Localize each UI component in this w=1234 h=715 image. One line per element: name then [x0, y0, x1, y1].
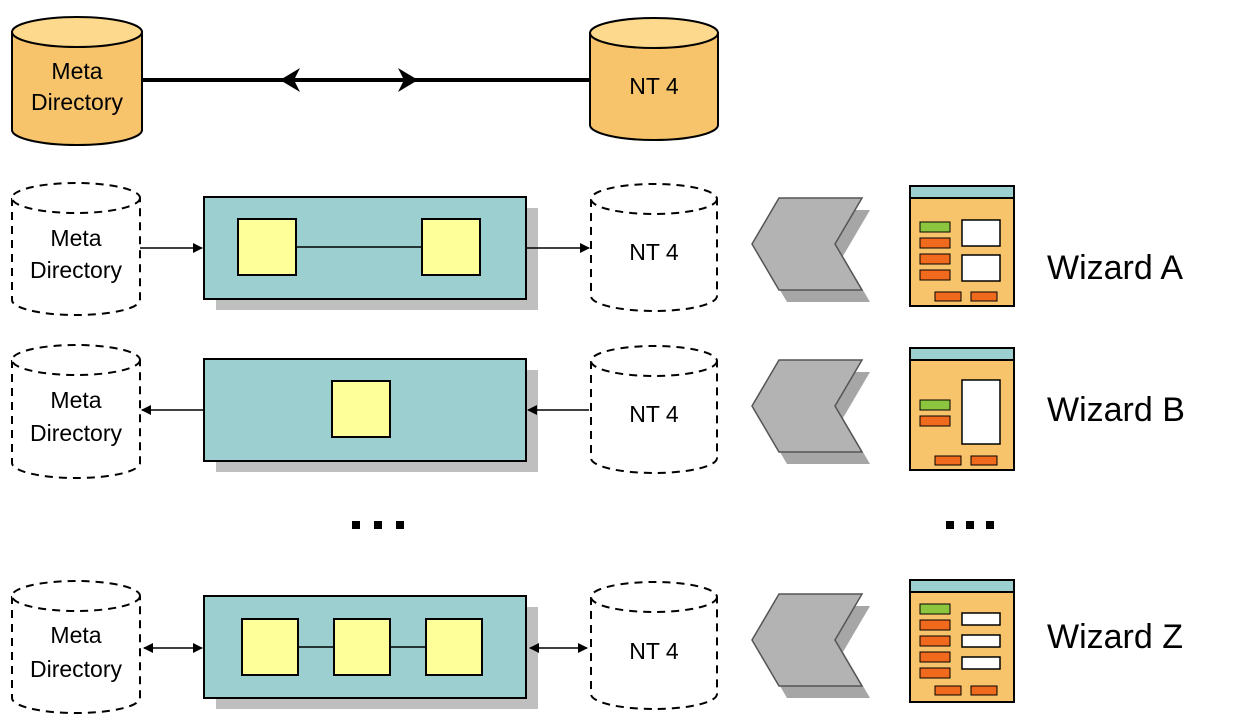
sync-pipeline-box — [203, 358, 538, 472]
sync-pipeline-box — [203, 595, 538, 709]
nt4-label: NT 4 — [629, 638, 679, 664]
chevron-icon — [751, 359, 870, 464]
component-box — [237, 218, 297, 276]
wizard-z-label: Wizard Z — [1047, 618, 1183, 656]
wizard-b-label: Wizard B — [1047, 391, 1185, 429]
meta-label-line1: Meta — [51, 58, 102, 84]
meta-directory-cylinder-dashed: Meta Directory — [11, 580, 141, 714]
nt4-cylinder-dashed: NT 4 — [590, 581, 718, 710]
sync-pipeline-box — [203, 196, 538, 310]
wizard-form-icon — [909, 347, 1015, 471]
wizard-form-icon — [909, 185, 1015, 307]
wizard-form-icon — [909, 579, 1015, 703]
meta-label-line2: Directory — [30, 656, 123, 682]
meta-label-line2: Directory — [31, 89, 124, 115]
right-arrowhead-icon — [398, 68, 418, 92]
meta-label-line2: Directory — [30, 420, 123, 446]
component-box — [425, 618, 483, 676]
row-b: Meta Directory NT 4 Wizard B — [11, 344, 1185, 479]
nt4-label: NT 4 — [629, 239, 679, 265]
component-box — [421, 218, 481, 276]
meta-label-line2: Directory — [30, 257, 123, 283]
row-z: Meta Directory NT 4 — [11, 579, 1183, 714]
nt4-label: NT 4 — [629, 73, 679, 99]
wizard-a-label: Wizard A — [1047, 249, 1183, 287]
ellipsis-left — [352, 521, 404, 529]
top-link-line — [142, 68, 590, 92]
component-box — [331, 380, 391, 438]
meta-label-line1: Meta — [50, 225, 101, 251]
left-arrowhead-icon — [280, 68, 300, 92]
meta-label-line1: Meta — [50, 622, 101, 648]
meta-directory-cylinder-dashed: Meta Directory — [11, 344, 141, 479]
ellipsis-right — [946, 521, 994, 529]
row-a: Meta Directory NT 4 — [11, 182, 1183, 316]
component-box — [333, 618, 391, 676]
nt4-label: NT 4 — [629, 401, 679, 427]
nt4-cylinder-dashed: NT 4 — [590, 345, 718, 474]
component-box — [241, 618, 299, 676]
meta-directory-cylinder-dashed: Meta Directory — [11, 182, 141, 316]
chevron-icon — [751, 197, 870, 302]
nt4-cylinder-top: NT 4 — [589, 17, 719, 141]
meta-label-line1: Meta — [50, 387, 101, 413]
chevron-icon — [751, 593, 870, 698]
meta-directory-cylinder-top: Meta Directory — [11, 16, 143, 146]
nt4-cylinder-dashed: NT 4 — [590, 183, 718, 312]
